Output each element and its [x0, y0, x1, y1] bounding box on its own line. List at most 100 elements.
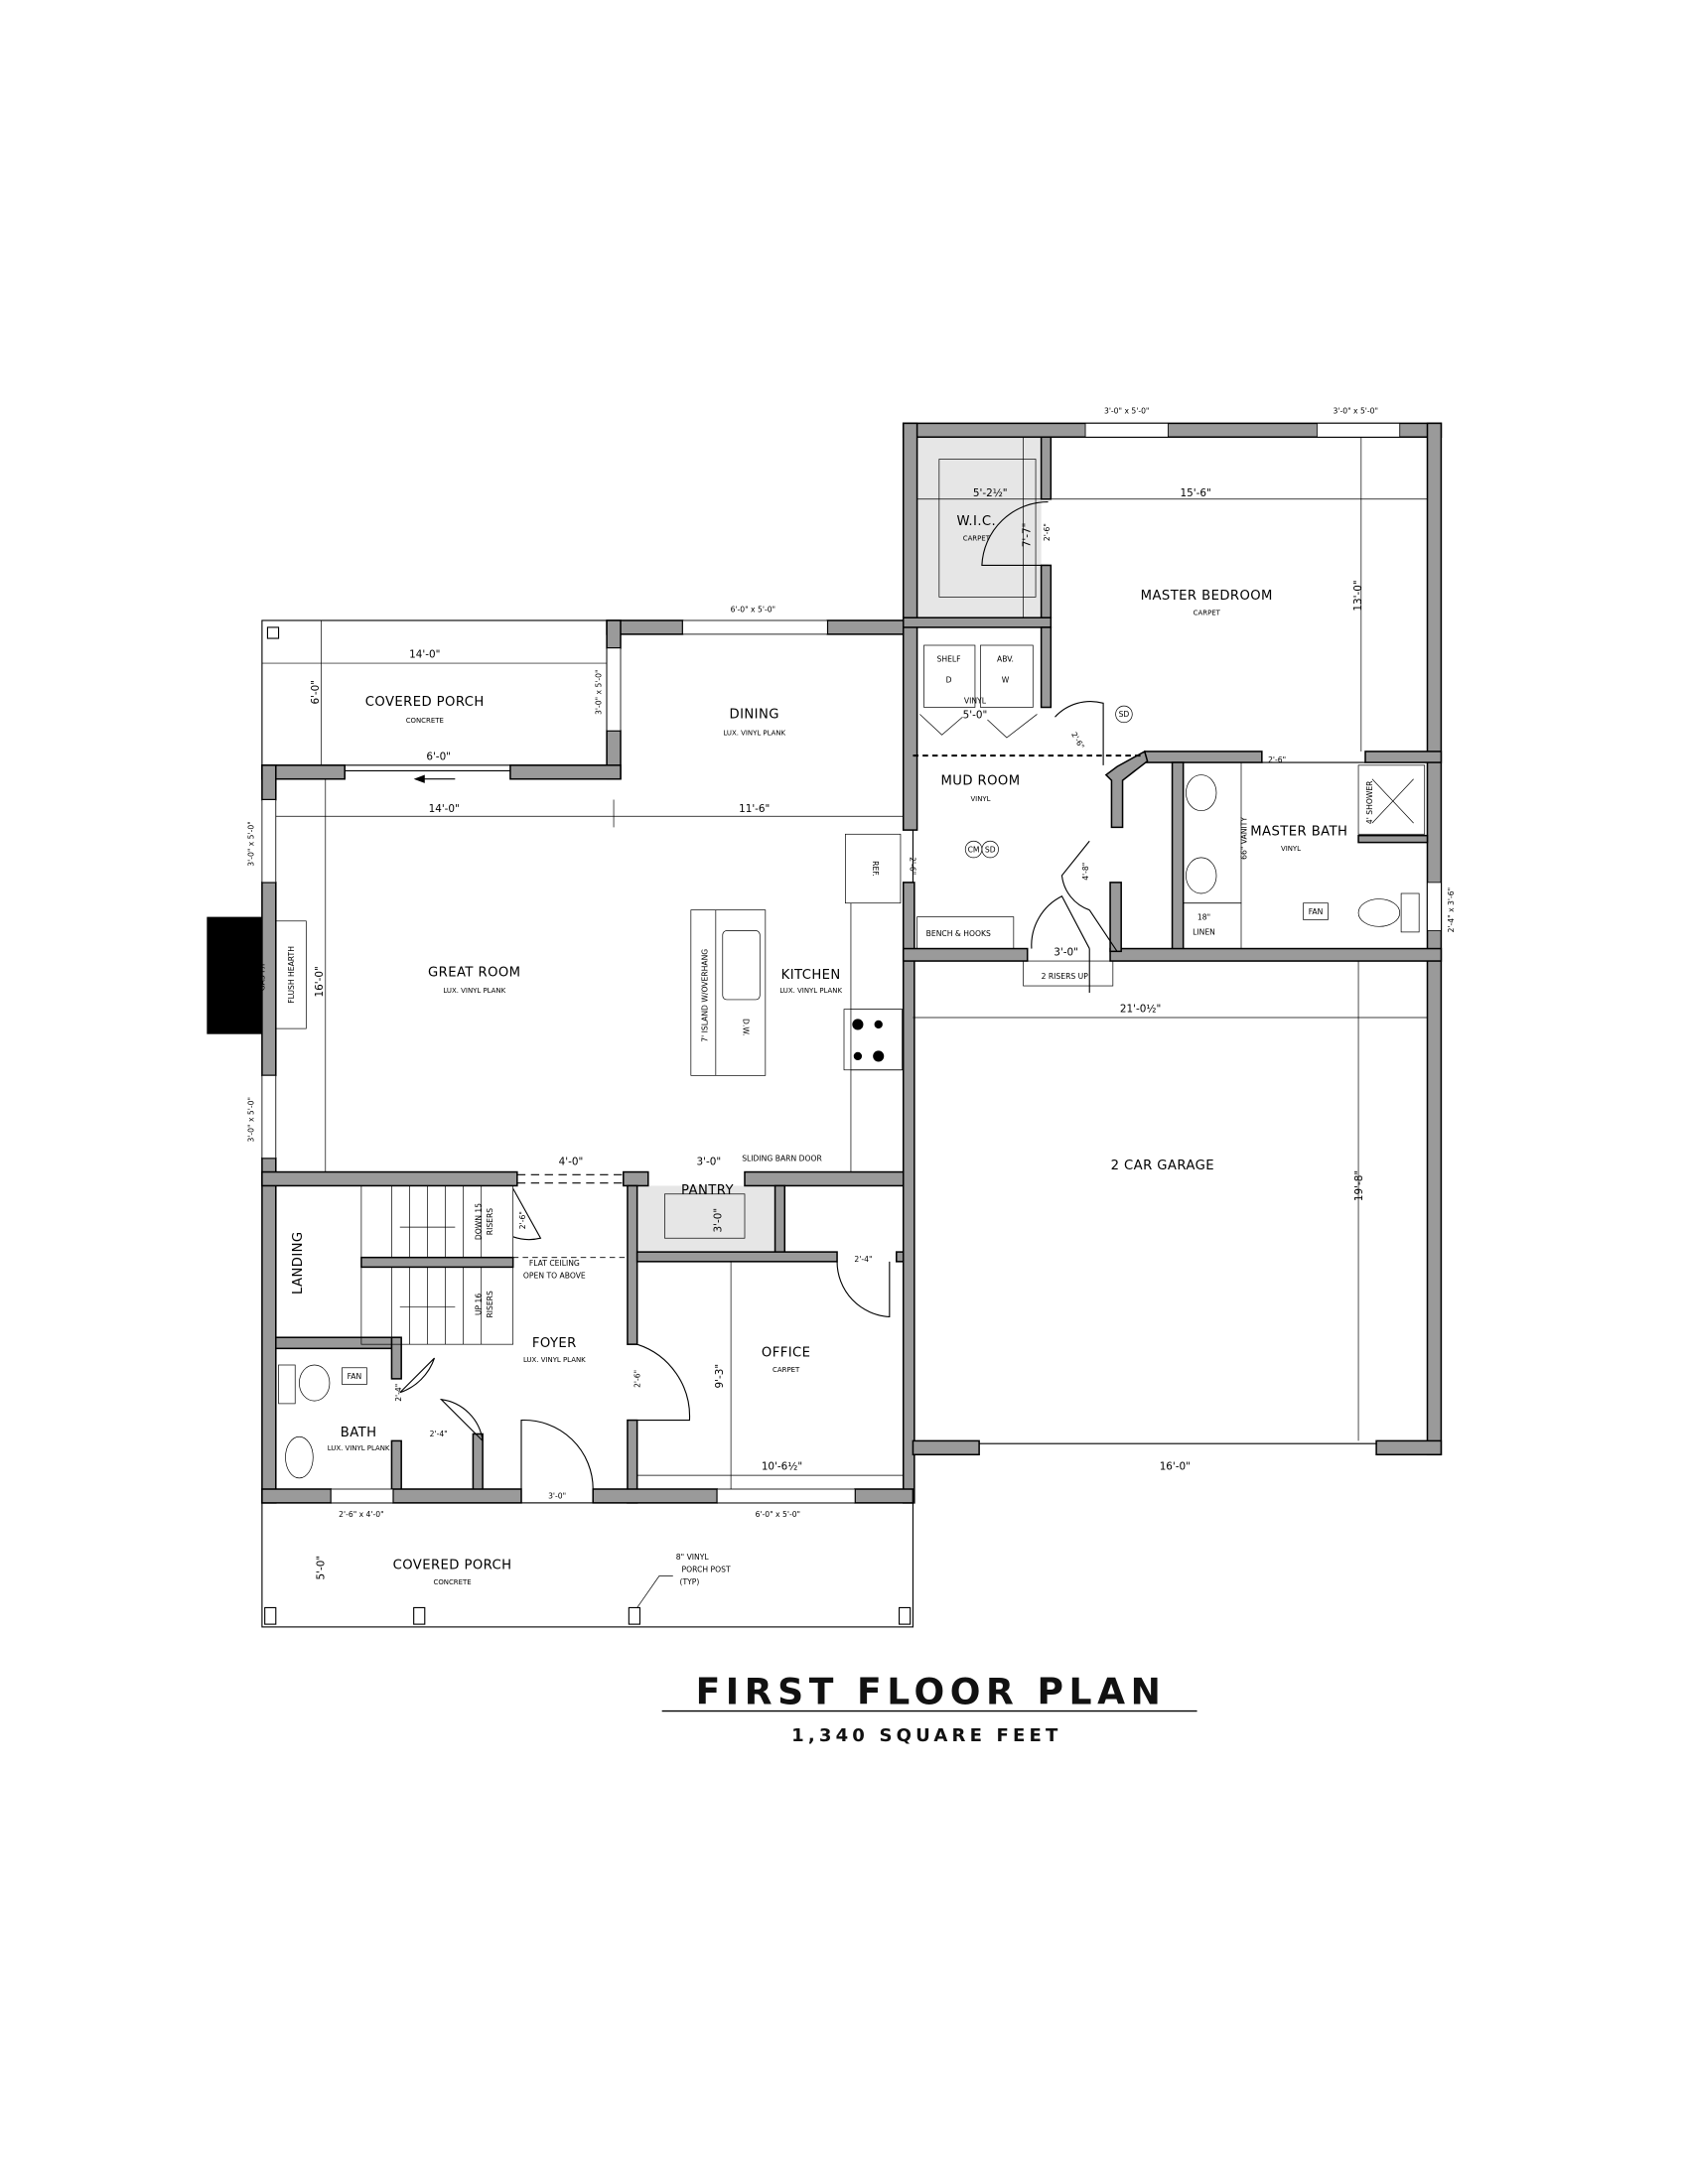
room-finish: LUX. VINYL PLANK — [779, 987, 842, 995]
sink-icon — [1186, 857, 1217, 894]
note-flat-ceiling: FLAT CEILING — [529, 1259, 580, 1268]
note-vanity: 66" VANITY — [1240, 817, 1249, 860]
dimension: 6'-0" x 5'-0" — [756, 1510, 800, 1519]
room-finish: LUX. VINYL PLANK — [723, 729, 785, 737]
dimension: 6'-0" — [310, 680, 322, 705]
room-finish: CONCRETE — [433, 1578, 471, 1586]
room-name: KITCHEN — [781, 968, 841, 983]
dimension: 5'-0" — [963, 710, 988, 722]
bifold-doors — [919, 714, 1038, 739]
smoke-detector-icon — [1115, 705, 1133, 724]
dimension: 2'-6" x 4'-0" — [339, 1510, 383, 1519]
dryer-icon — [923, 644, 976, 708]
dimension: 2'-4" — [430, 1430, 448, 1438]
room-name: MASTER BATH — [1250, 825, 1347, 840]
island — [690, 909, 767, 1076]
room-labels: COVERED PORCH CONCRETE DINING LUX. VINYL… — [291, 514, 1347, 1586]
room-finish: CARPET — [963, 534, 991, 542]
dimension: 3'-0" x 5'-0" — [1104, 407, 1149, 416]
smoke-detector-icon — [981, 840, 999, 859]
room-name: DINING — [730, 708, 779, 723]
note-barn-door: SLIDING BARN DOOR — [742, 1154, 822, 1162]
note-sd: SD — [985, 845, 996, 854]
room-name: COVERED PORCH — [365, 695, 485, 710]
note-island: 7' ISLAND W/OVERHANG — [701, 949, 710, 1042]
room-finish: LUX. VINYL PLANK — [328, 1444, 390, 1452]
note-porch-post: (TYP) — [680, 1577, 700, 1586]
stairs — [360, 1185, 514, 1345]
dimension: 5'-0" — [315, 1556, 327, 1580]
note-shelf: SHELF — [937, 655, 961, 664]
dimension: 2'-4" x 3'-6" — [1447, 887, 1456, 932]
note-bench: BENCH & HOOKS — [926, 929, 991, 938]
note-flat-ceiling: OPEN TO ABOVE — [523, 1272, 586, 1281]
dimension: 16'-0" — [1160, 1461, 1191, 1473]
windows — [261, 422, 1442, 1504]
fixture-notes: SHELF ABV. D W VINYL REF. D.W. 7' ISLAND… — [258, 655, 1374, 1608]
note-laundry-floor: VINYL — [964, 696, 987, 705]
note-stairs-up: RISERS — [486, 1291, 494, 1318]
range-burners — [852, 1019, 885, 1062]
shower — [1357, 764, 1426, 835]
shower-drain-icon — [1371, 778, 1414, 824]
bench — [916, 916, 1015, 949]
room-name: PANTRY — [681, 1183, 734, 1198]
hearth — [275, 920, 307, 1029]
sink-icon — [1186, 774, 1217, 812]
wic-floor — [916, 437, 1042, 618]
dimension: 2'-6" — [633, 1370, 641, 1388]
dimension: 7'-7" — [1022, 523, 1034, 548]
toilet-tank — [278, 1364, 296, 1405]
dimension: 2'-6" — [1043, 523, 1052, 541]
note-fan: FAN — [348, 1372, 362, 1381]
room-finish: VINYL — [970, 795, 990, 803]
dimension: 21'-0½" — [1120, 1003, 1161, 1015]
sink-icon — [285, 1435, 314, 1479]
note-dw: D.W. — [742, 1019, 751, 1035]
room-name: MASTER BEDROOM — [1141, 589, 1273, 604]
toilet-tank — [1400, 892, 1420, 933]
dimension: 6'-0" x 5'-0" — [731, 606, 775, 614]
room-name: BATH — [341, 1426, 377, 1440]
dimension: 3'-0" — [697, 1157, 722, 1168]
room-finish: VINYL — [1281, 845, 1301, 853]
room-finish: LUX. VINYL PLANK — [443, 987, 505, 995]
room-name: MUD ROOM — [940, 773, 1020, 788]
room-finish: CARPET — [1194, 609, 1221, 616]
note-porch-post: 8" VINYL — [676, 1553, 710, 1562]
washer-icon — [980, 644, 1034, 708]
room-name: OFFICE — [762, 1346, 810, 1361]
toilet-icon — [299, 1364, 331, 1402]
toilet-icon — [1357, 898, 1401, 927]
fan-icon — [342, 1367, 367, 1385]
dimension: 10'-6½" — [762, 1461, 802, 1473]
arrow-head — [413, 774, 425, 783]
gas-burner-icon — [239, 970, 252, 983]
dimension: 14'-0" — [429, 803, 460, 815]
porch-post — [266, 626, 280, 639]
vanity — [1183, 761, 1242, 904]
dimension: 15'-6" — [1181, 487, 1211, 499]
dimension: 2'-6" — [518, 1211, 527, 1229]
note-washer: W — [1002, 676, 1010, 685]
room-name: GREAT ROOM — [428, 965, 520, 980]
door-swings — [399, 500, 1365, 1490]
range-icon — [843, 1009, 903, 1071]
counter — [850, 902, 904, 1172]
note-linen-size: 18" — [1197, 912, 1210, 921]
pantry-shelf — [664, 1193, 746, 1239]
dimension: 3'-0" — [712, 1208, 724, 1233]
fireplace — [207, 916, 262, 1034]
wic-shelf — [938, 459, 1037, 598]
note-linen: LINEN — [1193, 928, 1215, 937]
dimension: 4'-0" — [559, 1157, 584, 1168]
garage-step — [1023, 960, 1114, 987]
room-name: W.I.C. — [956, 514, 996, 529]
note-sd: SD — [1119, 710, 1130, 719]
linen-closet — [1183, 902, 1242, 949]
dimension: 2'-4" — [394, 1384, 403, 1402]
dimension: 5'-2½" — [973, 487, 1008, 499]
note-dryer: D — [946, 676, 952, 685]
dimension: 14'-0" — [409, 649, 440, 661]
